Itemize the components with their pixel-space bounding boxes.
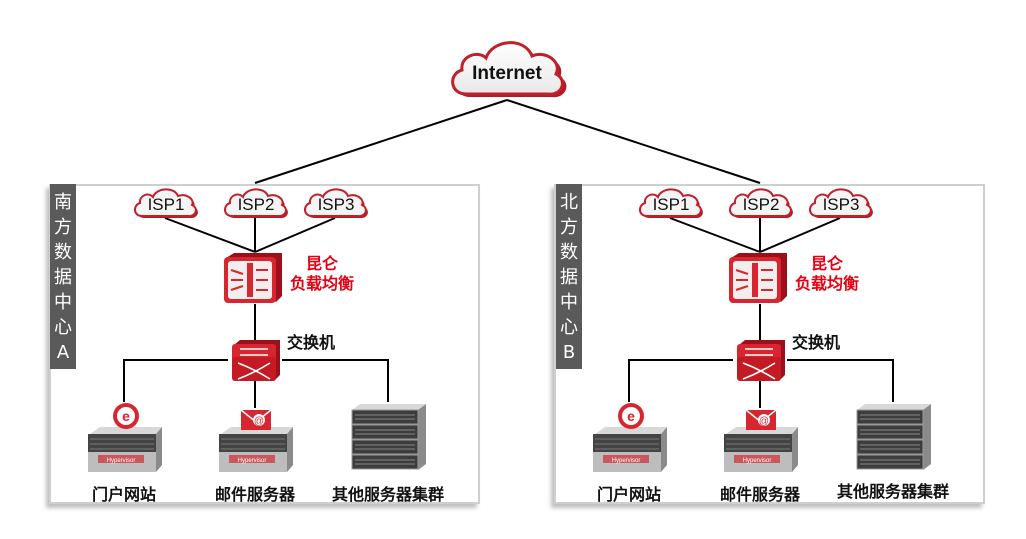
mail-server: Hypervisor @ [215,402,295,474]
title-char: 心 [54,317,72,338]
svg-text:e: e [122,408,130,424]
load-balancer-brand: 昆仑 [306,254,339,273]
cloud-icon [639,188,703,219]
isp-cloud-2: ISP2 [222,186,290,220]
link-switch-to-web [123,359,228,402]
isp-cloud-3: ISP3 [302,186,370,220]
title-char: 北 [560,192,578,213]
internet-label: Internet [472,63,542,84]
isp-cloud-1: ISP1 [637,186,705,220]
title-char: A [56,342,70,363]
title-char: 中 [54,292,72,313]
server-label: 其他服务器集群 [331,485,444,504]
server-label: 门户网站 [596,485,661,504]
load-balancer-type: 负载均衡 [795,274,860,293]
svg-text:Hypervisor: Hypervisor [107,458,136,464]
load-balancer-type: 负载均衡 [290,274,355,293]
link-internet-to-dc-a [254,99,508,184]
title-char: 数 [560,242,578,263]
mail-badge-icon: @ [745,409,777,430]
title-char: 据 [54,267,72,288]
cloud-icon [809,188,873,219]
title-char: B [562,342,576,363]
link-isp-1-to-lb [669,217,761,253]
mail-badge-icon: @ [240,409,272,430]
mail-server-icon: Hypervisor @ [219,409,293,472]
server-label: 邮件服务器 [214,485,295,504]
server-cluster-icon [351,404,426,470]
cloud-icon [304,188,368,219]
title-char: 方 [560,217,578,238]
switch [230,339,282,383]
svg-text:@: @ [254,416,264,427]
cloud-icon [224,188,288,219]
datacenter-b-title: 北 方 数 据 中 心 B [556,184,582,369]
title-char: 中 [560,292,578,313]
server-cluster [348,402,428,474]
isp-label: ISP1 [652,195,690,214]
cloud-icon [729,188,793,219]
switch [735,339,787,383]
web-server-icon: Hypervisor e [593,403,667,472]
load-balancer-label: 昆仑负载均衡 [290,254,354,294]
svg-text:@: @ [759,416,769,427]
web-server: Hypervisor e [84,402,164,474]
switch-icon [232,340,280,381]
load-balancer [222,252,284,306]
load-balancer-icon [729,253,787,303]
link-internet-to-dc-b [506,99,761,184]
link-switch-to-cluster [282,359,389,402]
title-char: 数 [54,242,72,263]
mail-server-icon: Hypervisor @ [724,409,798,472]
mail-server: Hypervisor @ [720,402,800,474]
link-isp-1-to-lb [164,217,256,253]
svg-text:Hypervisor: Hypervisor [743,458,772,464]
server-label: 其他服务器集群 [836,482,949,501]
isp-label: ISP3 [317,195,355,214]
title-char: 南 [54,192,72,213]
isp-label: ISP3 [822,195,860,214]
load-balancer [727,252,789,306]
load-balancer-brand: 昆仑 [811,254,844,273]
isp-label: ISP2 [742,195,780,214]
isp-cloud-2: ISP2 [727,186,795,220]
switch-icon [737,340,785,381]
link-switch-to-cluster [787,359,894,402]
svg-text:Hypervisor: Hypervisor [612,458,641,464]
cloud-icon [134,188,198,219]
load-balancer-label: 昆仑负载均衡 [795,254,859,294]
svg-text:Hypervisor: Hypervisor [238,458,267,464]
ie-badge-icon: e [618,403,644,429]
title-char: 心 [560,317,578,338]
cloud-icon [451,41,567,98]
title-char: 据 [560,267,578,288]
server-cluster-icon [856,404,931,470]
link-switch-to-web [628,359,733,402]
link-isp-3-to-lb [254,217,336,253]
internet-cloud: Internet [446,34,568,104]
link-isp-3-to-lb [759,217,841,253]
title-char: 方 [54,217,72,238]
switch-label: 交换机 [792,333,841,352]
server-label: 邮件服务器 [719,485,800,504]
ie-badge-icon: e [113,403,139,429]
load-balancer-icon [224,253,282,303]
switch-label: 交换机 [287,333,336,352]
web-server: Hypervisor e [589,402,669,474]
server-cluster [853,402,933,474]
isp-cloud-1: ISP1 [132,186,200,220]
isp-cloud-3: ISP3 [807,186,875,220]
isp-label: ISP2 [237,195,275,214]
server-label: 门户网站 [91,485,156,504]
datacenter-a-title: 南 方 数 据 中 心 A [50,184,76,369]
isp-label: ISP1 [147,195,185,214]
web-server-icon: Hypervisor e [88,403,162,472]
svg-text:e: e [627,408,635,424]
